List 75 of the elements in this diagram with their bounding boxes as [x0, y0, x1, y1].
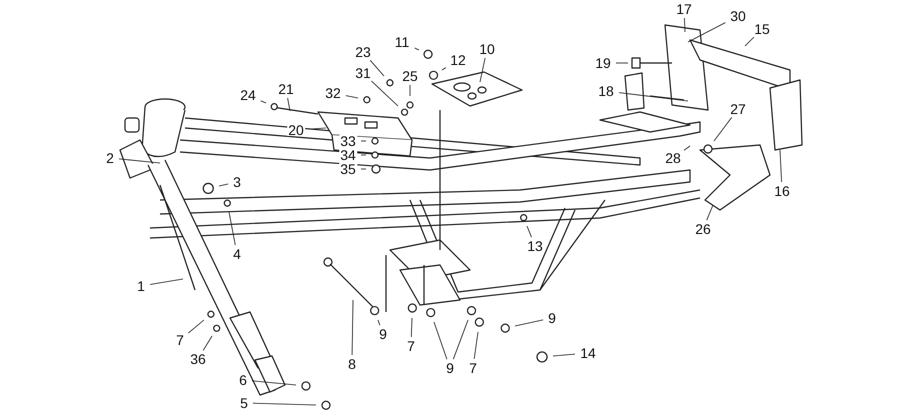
- leader-line: [252, 402, 316, 406]
- leader-line: [618, 92, 688, 102]
- callout-number: 32: [324, 87, 342, 99]
- callout-number: 21: [277, 83, 295, 95]
- leader-line: [218, 184, 228, 186]
- leader-line: [150, 278, 184, 285]
- callout-number: 9: [445, 362, 455, 374]
- leader-line: [188, 320, 204, 334]
- leader-line: [228, 212, 236, 246]
- leader-line: [371, 80, 398, 106]
- callout-number: 18: [597, 85, 615, 97]
- leader-line: [370, 60, 384, 76]
- callout-number: 15: [753, 23, 771, 35]
- leader-line: [308, 128, 326, 130]
- leader-line: [688, 22, 726, 42]
- callout-number: 33: [339, 135, 357, 147]
- callout-number: 6: [238, 374, 248, 386]
- callout-number: 11: [394, 36, 410, 48]
- callout-number: 30: [729, 10, 747, 22]
- leader-line: [252, 380, 296, 386]
- callout-number: 9: [547, 312, 557, 324]
- leader-line: [442, 67, 446, 70]
- leader-line: [287, 98, 290, 112]
- callout-number: 1: [136, 280, 146, 292]
- callout-number: 8: [347, 358, 357, 370]
- callout-number: 34: [339, 149, 357, 161]
- leader-line: [260, 100, 266, 104]
- callout-number: 16: [773, 185, 791, 197]
- callout-number: 12: [449, 54, 467, 66]
- leader-line: [526, 226, 532, 238]
- callout-number: 4: [232, 248, 242, 260]
- callout-number: 20: [287, 124, 305, 136]
- callout-number: 26: [694, 223, 712, 235]
- callout-number: 9: [378, 328, 388, 340]
- leader-line: [346, 95, 358, 98]
- leader-line: [434, 322, 448, 360]
- leader-line: [414, 48, 420, 50]
- callout-number: 24: [239, 89, 257, 101]
- callout-number: 27: [729, 103, 747, 115]
- callout-number: 2: [105, 152, 115, 164]
- callout-number: 3: [232, 176, 242, 188]
- callout-number: 13: [526, 240, 544, 252]
- leader-line: [684, 146, 690, 151]
- leader-line: [684, 18, 686, 32]
- leader-line: [378, 320, 380, 326]
- callout-number: 23: [354, 46, 372, 58]
- callout-number: 31: [354, 67, 372, 79]
- leader-line: [780, 150, 782, 182]
- leader-line: [360, 140, 366, 142]
- callout-number: 35: [339, 163, 357, 175]
- callout-number: 5: [239, 397, 249, 409]
- callout-number: 7: [468, 362, 478, 374]
- leader-line: [552, 354, 576, 356]
- leader-line: [744, 36, 754, 46]
- callout-number: 36: [189, 353, 207, 365]
- leader-line: [474, 332, 478, 360]
- callout-number: 25: [401, 70, 419, 82]
- leader-line: [480, 58, 486, 82]
- leader-line: [410, 318, 412, 338]
- leader-line: [616, 62, 628, 64]
- leader-line: [714, 117, 732, 142]
- callout-number: 19: [594, 57, 612, 69]
- callout-number: 7: [175, 334, 185, 346]
- leader-line: [514, 320, 544, 326]
- leader-line: [452, 320, 468, 360]
- callout-number: 14: [579, 347, 597, 359]
- leader-line: [352, 300, 354, 356]
- leader-line: [202, 336, 212, 351]
- leader-line: [360, 168, 366, 170]
- leader-line: [360, 154, 366, 156]
- leader-line: [706, 204, 714, 221]
- callout-number: 10: [478, 43, 496, 55]
- callout-number: 17: [675, 3, 693, 15]
- callout-number: 7: [406, 340, 416, 352]
- callout-number: 28: [664, 152, 682, 164]
